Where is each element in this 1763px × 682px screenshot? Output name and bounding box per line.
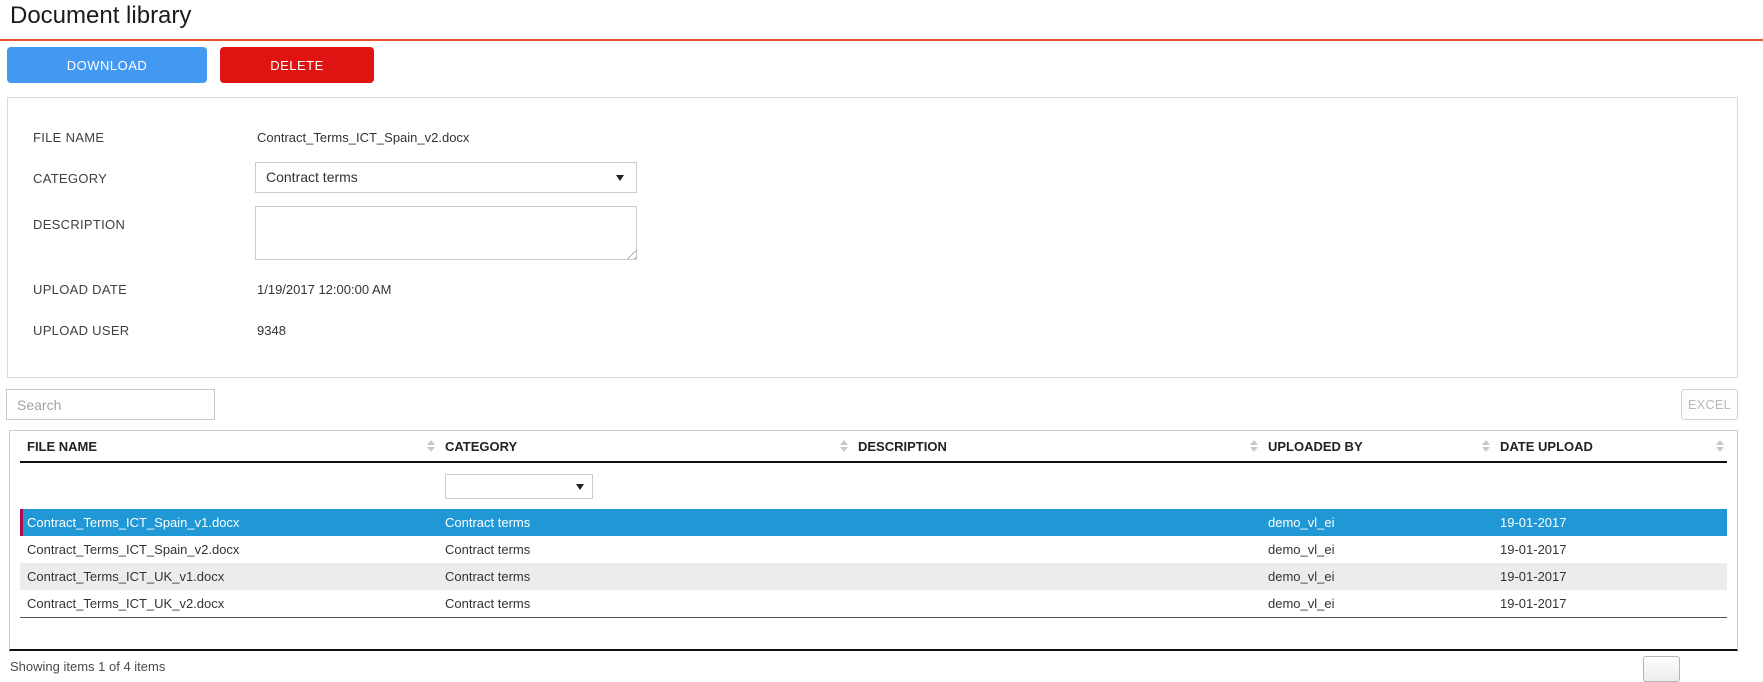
cell-category: Contract terms bbox=[445, 542, 531, 557]
category-filter-select[interactable] bbox=[445, 473, 593, 499]
cell-category: Contract terms bbox=[445, 515, 531, 530]
cell-uploaded-by: demo_vl_ei bbox=[1268, 542, 1335, 557]
category-select[interactable]: Contract terms bbox=[255, 162, 637, 193]
cell-file-name: Contract_Terms_ICT_Spain_v1.docx bbox=[27, 515, 240, 530]
table-row[interactable]: Contract_Terms_ICT_UK_v2.docx Contract te… bbox=[20, 590, 1727, 617]
column-header-description[interactable]: DESCRIPTION bbox=[851, 431, 1261, 461]
category-label: CATEGORY bbox=[33, 171, 108, 186]
selected-row-accent-bar bbox=[20, 509, 23, 536]
description-label: DESCRIPTION bbox=[33, 217, 126, 232]
grid-header-row: FILE NAME CATEGORY DESCRIPTION UPLOADED … bbox=[20, 431, 1727, 463]
pager-button[interactable] bbox=[1643, 656, 1680, 682]
cell-file-name: Contract_Terms_ICT_UK_v2.docx bbox=[27, 596, 225, 611]
grid-filter-row bbox=[20, 463, 1727, 509]
sort-arrows-icon bbox=[1716, 440, 1724, 452]
column-header-label: UPLOADED BY bbox=[1268, 438, 1363, 454]
table-row[interactable]: Contract_Terms_ICT_Spain_v1.docx Contract… bbox=[20, 509, 1727, 536]
sort-arrows-icon bbox=[1482, 440, 1490, 452]
file-name-label: FILE NAME bbox=[33, 130, 105, 145]
title-accent-rule bbox=[0, 39, 1763, 41]
cell-uploaded-by: demo_vl_ei bbox=[1268, 569, 1335, 584]
cell-file-name: Contract_Terms_ICT_Spain_v2.docx bbox=[27, 542, 240, 557]
category-select-value: Contract terms bbox=[266, 169, 358, 185]
cell-category: Contract terms bbox=[445, 569, 531, 584]
upload-user-label: UPLOAD USER bbox=[33, 323, 130, 338]
upload-date-label: UPLOAD DATE bbox=[33, 282, 128, 297]
download-button[interactable]: DOWNLOAD bbox=[7, 47, 207, 83]
resize-grip-icon[interactable] bbox=[627, 249, 637, 259]
description-textarea[interactable] bbox=[255, 206, 637, 260]
pager-status-text: Showing items 1 of 4 items bbox=[10, 659, 166, 674]
column-header-label: FILE NAME bbox=[27, 438, 98, 454]
cell-uploaded-by: demo_vl_ei bbox=[1268, 515, 1335, 530]
file-name-value: Contract_Terms_ICT_Spain_v2.docx bbox=[257, 130, 470, 145]
cell-date-upload: 19-01-2017 bbox=[1500, 596, 1567, 611]
documents-grid: FILE NAME CATEGORY DESCRIPTION UPLOADED … bbox=[9, 430, 1738, 651]
cell-category: Contract terms bbox=[445, 596, 531, 611]
upload-date-value: 1/19/2017 12:00:00 AM bbox=[257, 282, 392, 297]
cell-file-name: Contract_Terms_ICT_UK_v1.docx bbox=[27, 569, 225, 584]
table-row[interactable]: Contract_Terms_ICT_Spain_v2.docx Contract… bbox=[20, 536, 1727, 563]
upload-user-value: 9348 bbox=[257, 323, 286, 338]
column-header-label: DESCRIPTION bbox=[858, 438, 947, 454]
cell-date-upload: 19-01-2017 bbox=[1500, 569, 1567, 584]
column-header-category[interactable]: CATEGORY bbox=[438, 431, 851, 461]
caret-down-icon bbox=[616, 175, 624, 181]
sort-arrows-icon bbox=[1250, 440, 1258, 452]
column-header-file-name[interactable]: FILE NAME bbox=[20, 431, 438, 461]
page-title: Document library bbox=[10, 2, 192, 29]
column-header-date-upload[interactable]: DATE UPLOAD bbox=[1493, 431, 1727, 461]
sort-arrows-icon bbox=[840, 440, 848, 452]
excel-export-button[interactable]: EXCEL bbox=[1681, 389, 1738, 420]
table-row[interactable]: Contract_Terms_ICT_UK_v1.docx Contract te… bbox=[20, 563, 1727, 590]
sort-arrows-icon bbox=[427, 440, 435, 452]
column-header-label: CATEGORY bbox=[445, 438, 518, 454]
cell-date-upload: 19-01-2017 bbox=[1500, 515, 1567, 530]
cell-uploaded-by: demo_vl_ei bbox=[1268, 596, 1335, 611]
cell-date-upload: 19-01-2017 bbox=[1500, 542, 1567, 557]
column-header-label: DATE UPLOAD bbox=[1500, 438, 1593, 454]
delete-button[interactable]: DELETE bbox=[220, 47, 374, 83]
column-header-uploaded-by[interactable]: UPLOADED BY bbox=[1261, 431, 1493, 461]
caret-down-icon bbox=[576, 483, 584, 490]
search-input[interactable] bbox=[6, 389, 215, 420]
